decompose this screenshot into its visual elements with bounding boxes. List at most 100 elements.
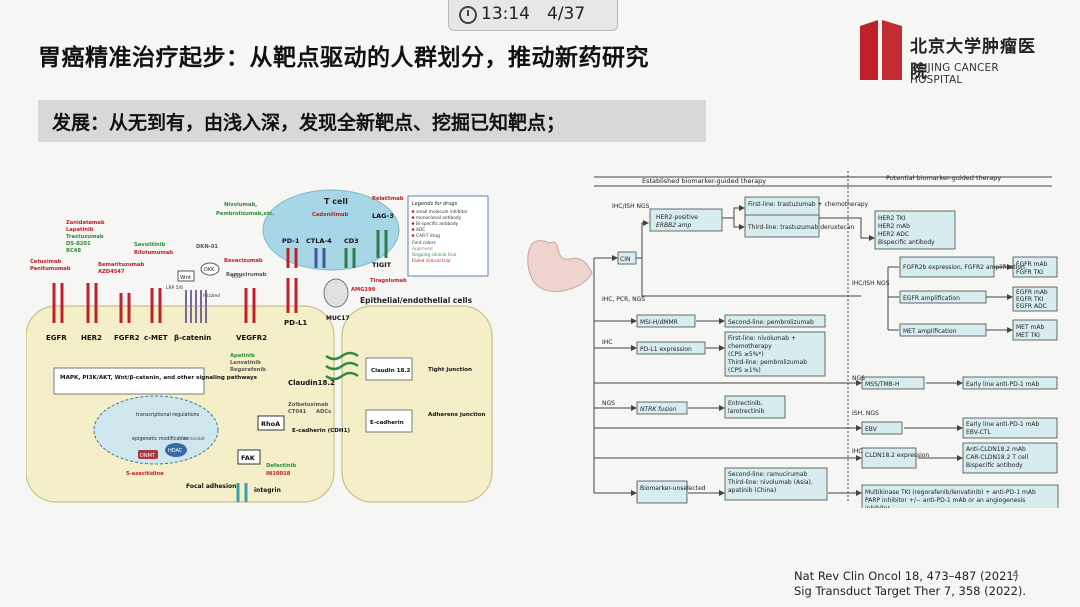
- pdl1-1: chemotherapy: [728, 343, 772, 350]
- label-fgfr: FGFR2b expression, FGFR2 amplification: [903, 264, 1025, 271]
- dkk-label: DKK: [204, 267, 215, 273]
- box-multikinase: [861, 484, 1059, 508]
- fgfr-pot-1: FGFR TKI: [1016, 269, 1043, 276]
- drug-regorafenib: Regorafenib: [230, 367, 266, 373]
- drug-5-azacitidine: 5-azacitidine: [126, 471, 164, 477]
- drug-rc48: RC48: [66, 248, 81, 254]
- drug-azd4547: AZD4547: [98, 269, 125, 275]
- pdl1-2: (CPS ≥5%*): [728, 351, 764, 358]
- box-ntrk-therapy: [724, 395, 786, 419]
- tight-junction-label: Tight junction: [428, 367, 472, 373]
- multi-2: inhibitor: [865, 505, 890, 508]
- slide-status-bar[interactable]: 13:14 4/37: [448, 0, 618, 31]
- receptor-pdl1: PD-L1: [284, 319, 307, 327]
- box-her2-third: [744, 214, 820, 238]
- drug-apatinib: Apatinib: [230, 353, 255, 359]
- egfr-pot-0: EGFR mAb: [1016, 289, 1048, 296]
- rhoa-box: [257, 415, 285, 431]
- her2-pot-2: HER2 ADC: [878, 231, 909, 238]
- fak-box: [237, 449, 261, 465]
- nucleus: [93, 395, 219, 465]
- protein-tigit: TIGIT: [372, 261, 392, 269]
- wnt-label: Wnt: [180, 275, 192, 281]
- label-pdl1: PD-L1 expression: [640, 346, 692, 353]
- her2-pot-3: Bispecific antibody: [878, 239, 935, 246]
- drug-lenvatinib: Lenvatinib: [230, 360, 261, 366]
- cldn-2: Bispecific antibody: [966, 462, 1023, 469]
- receptor-egfr: EGFR: [46, 334, 67, 342]
- hdac-label: HDAC: [168, 448, 183, 454]
- test-her2: IHC/ISH NGS: [612, 203, 650, 210]
- muc17-receptor: [323, 278, 349, 308]
- unsel-2: apatinib (China): [728, 487, 776, 494]
- pathway-box: [53, 367, 205, 395]
- highlight-box: 发展：从无到有，由浅入深，发现全新靶点、挖掘已知靶点；: [38, 100, 706, 142]
- legend-title: Legends for drugs: [412, 201, 458, 207]
- box-mss-therapy: [962, 376, 1058, 390]
- box-cldn: [861, 447, 917, 469]
- drug-cadonilimab: Cadonilimab: [312, 212, 349, 218]
- protein-cd3: CD3: [344, 237, 359, 245]
- pdl1-4: (CPS ≥1%): [728, 367, 761, 374]
- clock-icon: [459, 6, 477, 24]
- references: Nat Rev Clin Oncol 18, 473–487 (2021) Si…: [794, 569, 1026, 599]
- pathway-text: MAPK, PI3K/AKT, Wnt/β-catenin, and other…: [60, 375, 258, 381]
- protein-pd1: PD-1: [282, 237, 300, 245]
- transcription-label: transcriptional regulations: [136, 412, 200, 418]
- receptor-muc17: MUC17: [326, 315, 350, 322]
- box-pdl1-therapy: [724, 331, 826, 377]
- box-msi: [636, 314, 696, 328]
- drug-adcs: ADCs: [316, 409, 331, 415]
- t-cell-label: T cell: [324, 197, 348, 206]
- test-cldn: IHC: [852, 448, 862, 455]
- ecad-box-label: E-cadherin: [370, 420, 404, 426]
- slide-title: 胃癌精准治疗起步：从靶点驱动的人群划分，推动新药研究: [38, 45, 649, 71]
- label-egfr: EGFR amplification: [903, 295, 960, 302]
- label-erbb2: ERBB2 amp: [656, 222, 691, 229]
- drug-tiragolumab: Tiragolumab: [370, 278, 407, 284]
- rhoa-label: RhoA: [261, 420, 280, 428]
- reference-1: Nat Rev Clin Oncol 18, 473–487 (2021): [794, 569, 1019, 583]
- drug-ct041: CT041: [288, 409, 307, 415]
- test-msi: IHC, PCR, NGS: [602, 296, 645, 303]
- box-ebv-therapy: [962, 417, 1058, 439]
- met-pot-1: MET TKI: [1016, 332, 1040, 339]
- text-her2-first: First-line: trastuzumab + chemotherapy: [748, 201, 869, 208]
- label-her2: HER2-positive: [656, 214, 698, 221]
- epithelial-cells-label: Epithelial/endothelial cells: [360, 296, 473, 305]
- vegf-label: VEGF: [231, 274, 243, 280]
- drug-savolitinib: Savolitinib: [134, 242, 165, 248]
- unsel-1: Third-line: nivolumab (Asia),: [727, 479, 813, 486]
- box-mss: [861, 376, 925, 390]
- drug-nivolumab: Nivolumab,: [224, 202, 257, 208]
- slide-page-number: 4: [1012, 568, 1019, 581]
- box-egfr-pot: [1012, 286, 1058, 312]
- receptor-vegfr2: VEGFR2: [236, 334, 267, 342]
- box-met-pot: [1012, 319, 1058, 341]
- ebv-0: Early line anti-PD-1 mAb: [966, 421, 1040, 428]
- epigenetic-label: epigenetic modification: [132, 436, 188, 442]
- epithelial-cell-body: [341, 305, 493, 503]
- drug-panitumumab: Panitumumab: [30, 266, 71, 272]
- box-ebv: [861, 421, 903, 435]
- header-established: Established biomarker-guided therapy: [642, 177, 766, 185]
- legend-colors-title: Font colors: [412, 240, 436, 246]
- ebv-1: EBV-CTL: [966, 429, 991, 436]
- stomach-icon: [527, 240, 593, 292]
- drug-legend-box: [407, 195, 489, 277]
- drug-vorinostat: Vorinostat: [182, 436, 205, 442]
- box-fgfr: [899, 256, 995, 278]
- drug-amg199: AMG199: [351, 287, 376, 293]
- box-unselected: [636, 480, 688, 504]
- receptor-her2: HER2: [81, 334, 102, 342]
- focal-adhesion-label: Focal adhesion: [186, 483, 236, 490]
- ntrk-1: larotrectinib: [728, 408, 765, 415]
- legend-item-small-molecule: small molecule inhibitor: [416, 209, 468, 215]
- hdac-badge: [165, 443, 187, 457]
- box-msi-therapy: [724, 314, 826, 328]
- text-mss: Early line anti-PD-1 mAb: [966, 381, 1040, 388]
- drug-ds8201: DS-8201: [66, 241, 91, 247]
- legend-color-approved: Approved: [412, 246, 433, 252]
- receptor-fgfr2: FGFR2: [114, 334, 140, 342]
- page-counter: 4/37: [547, 4, 586, 24]
